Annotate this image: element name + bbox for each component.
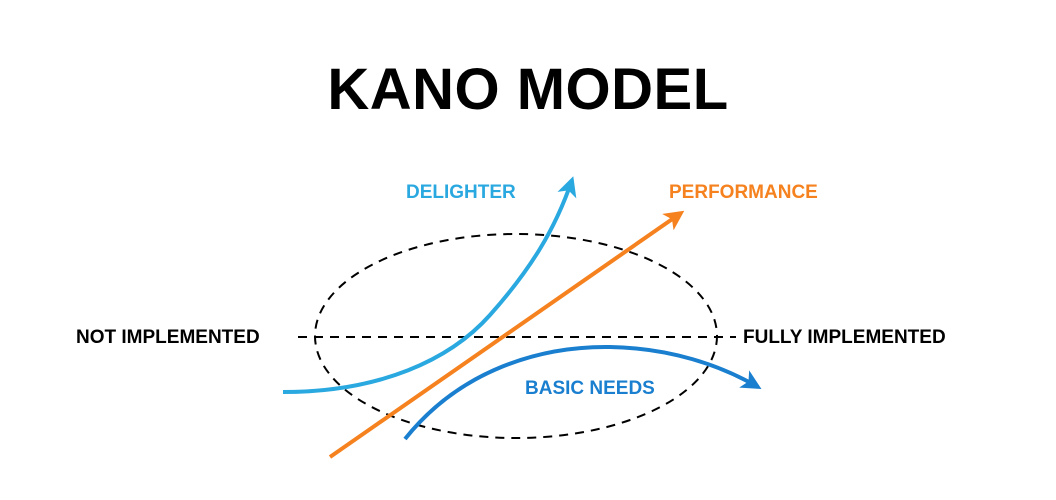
delighter-curve <box>282 176 577 394</box>
not-implemented-label: NOT IMPLEMENTED <box>76 327 260 348</box>
performance-label: PERFORMANCE <box>669 182 818 203</box>
basic-needs-label: BASIC NEEDS <box>525 378 655 399</box>
fully-implemented-label: FULLY IMPLEMENTED <box>743 327 946 348</box>
basic-needs-curve <box>403 344 762 441</box>
page-title: KANO MODEL <box>327 57 729 122</box>
delighter-label: DELIGHTER <box>406 182 516 203</box>
performance-curve <box>328 210 685 459</box>
